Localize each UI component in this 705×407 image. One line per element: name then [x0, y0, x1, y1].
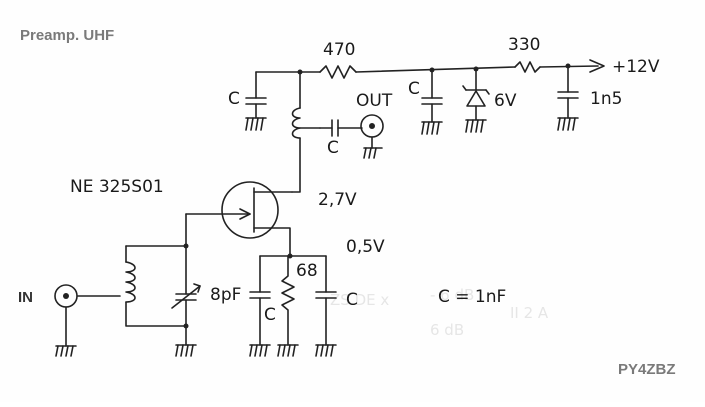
source-network — [249, 253, 337, 357]
svg-text:II 2 A: II 2 A — [510, 304, 549, 322]
trimmer-label: 8pF — [210, 285, 241, 305]
capacitor-supply — [421, 69, 443, 135]
source-resistor-label: 68 — [296, 261, 318, 281]
out-connector-icon — [360, 114, 384, 159]
top-rail — [255, 59, 605, 79]
capacitor-value-note: C = 1nF — [438, 287, 506, 307]
transistor-icon — [185, 181, 293, 257]
capacitor-bypass — [557, 65, 579, 131]
source-voltage-label: 0,5V — [346, 237, 385, 257]
bypass-cap-label: 1n5 — [590, 89, 622, 109]
resistor-330-label: 330 — [508, 35, 540, 55]
in-connector-icon — [54, 284, 78, 357]
supply-voltage-label: +12V — [612, 57, 660, 77]
input-tank — [77, 213, 201, 357]
drain-choke — [291, 71, 321, 193]
output-cap-label: C — [327, 138, 339, 158]
transistor-label: NE 325S01 — [70, 177, 164, 197]
svg-text:6 dB: 6 dB — [430, 321, 464, 339]
capacitor-top-left-label: C — [228, 89, 240, 109]
paper-bleed-through: ZS DE x - 6 dB II 2 A 6 dB — [330, 286, 549, 339]
svg-text:- 6 dB: - 6 dB — [430, 286, 474, 304]
zener-diode-icon — [462, 68, 490, 133]
diagram-title: Preamp. UHF — [20, 27, 114, 44]
author-callsign: PY4ZBZ — [618, 361, 676, 378]
drain-voltage-label: 2,7V — [318, 190, 357, 210]
capacitor-top-left — [245, 71, 267, 131]
capacitor-supply-label: C — [408, 79, 420, 99]
in-label: IN — [18, 289, 33, 306]
resistor-470-label: 470 — [323, 40, 355, 60]
zener-label: 6V — [494, 91, 517, 111]
svg-text:ZS DE x: ZS DE x — [330, 291, 389, 309]
source-cap-right-label: C — [346, 290, 358, 310]
out-label: OUT — [356, 91, 393, 111]
output-coupling-cap — [319, 119, 363, 137]
source-cap-left-label: C — [264, 305, 276, 325]
